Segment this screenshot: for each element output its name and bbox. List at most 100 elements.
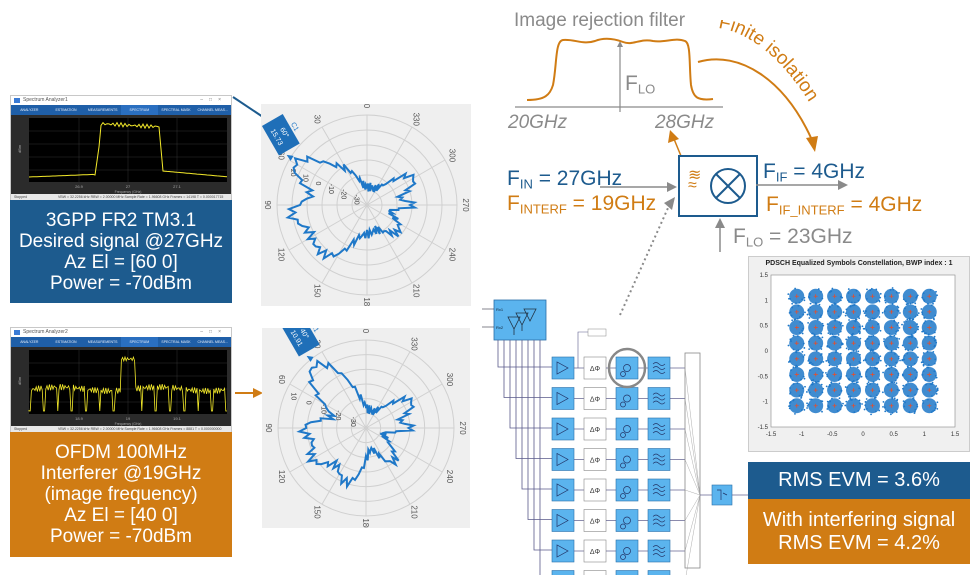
oscillator-icon: [620, 462, 626, 469]
symbol-point: [879, 292, 882, 295]
tab-measurements[interactable]: MEASUREMENTS: [87, 108, 118, 112]
symbol-point: [899, 359, 901, 362]
symbol-point: [935, 290, 937, 293]
reference-point: [908, 356, 913, 361]
interferer-line-5: Power = -70dBm: [49, 526, 193, 547]
reference-point: [813, 309, 818, 314]
symbol-point: [854, 318, 857, 321]
symbol-point: [842, 402, 844, 405]
symbol-point: [813, 334, 816, 337]
symbol-point: [916, 371, 918, 374]
symbol-point: [888, 332, 891, 335]
reference-point: [851, 388, 856, 393]
reference-point: [870, 403, 875, 408]
symbol-point: [829, 333, 832, 335]
reference-point: [889, 325, 894, 330]
highlight-ellipse: [607, 347, 647, 389]
isolation-arc-path: [697, 58, 813, 141]
symbol-point: [840, 322, 843, 324]
symbol-point: [935, 376, 938, 379]
symbol-point: [914, 331, 917, 334]
symbol-point: [920, 308, 923, 310]
symbol-point: [895, 361, 898, 364]
symbol-point: [800, 409, 803, 412]
symbol-point: [927, 333, 930, 336]
symbol-point: [922, 330, 925, 332]
polar-1-svg: 033030027024021018015012090603020100-10-…: [261, 104, 470, 311]
tab-spectral-mask[interactable]: SPECTRAL MASK: [161, 340, 191, 344]
reference-point: [870, 372, 875, 377]
symbol-point: [936, 407, 939, 410]
polar-radial-tick: 10: [301, 174, 308, 182]
symbol-point: [836, 410, 839, 412]
amplifier-block: [551, 478, 575, 502]
symbol-point: [855, 350, 858, 352]
symbol-point: [864, 401, 867, 403]
tab-spectrum[interactable]: SPECTRUM: [121, 105, 158, 115]
tab-analyzer[interactable]: ANALYZER: [20, 108, 39, 112]
symbol-point: [935, 390, 938, 393]
symbol-point: [933, 362, 936, 365]
symbol-point: [808, 317, 811, 319]
symbol-point: [870, 287, 873, 290]
window-controls-icon[interactable]: –□×: [200, 329, 227, 335]
amplifier-icon: [556, 361, 569, 375]
constellation-title: PDSCH Equalized Symbols Constellation, B…: [765, 260, 953, 267]
symbol-point: [854, 320, 857, 323]
symbol-point: [830, 290, 833, 293]
symbol-point: [901, 387, 904, 390]
symbol-point: [852, 380, 855, 382]
reference-point: [908, 372, 913, 377]
filter-icon: [652, 484, 666, 496]
tab-estimation[interactable]: ESTIMATION: [55, 108, 77, 112]
polar-angle-tick: 210: [412, 284, 421, 298]
polar-spoke: [365, 351, 411, 429]
symbol-point: [878, 390, 881, 393]
symbol-point: [808, 358, 810, 361]
symbol-point: [839, 323, 842, 326]
symbol-point: [902, 298, 905, 301]
symbol-point: [879, 359, 882, 362]
reference-point: [889, 403, 894, 408]
tab-channel-meas[interactable]: CHANNEL MEAS...: [197, 108, 228, 112]
amplifier-icon: [556, 544, 569, 558]
tab-analyzer[interactable]: ANALYZER: [20, 340, 39, 344]
phase-shift-label: ΔΦ: [590, 458, 601, 465]
finterf-sub: INTERF: [519, 201, 567, 217]
symbol-point: [837, 333, 840, 336]
symbol-point: [803, 299, 806, 302]
reference-point: [870, 325, 875, 330]
mixer-icon: [623, 364, 631, 372]
symbol-point: [932, 302, 934, 305]
symbol-point: [922, 402, 925, 404]
symbol-point: [839, 352, 842, 355]
x-tick-label: 1: [923, 432, 927, 438]
tab-spectrum[interactable]: SPECTRUM: [121, 337, 158, 347]
symbol-point: [879, 329, 882, 332]
combine-wire: [684, 489, 701, 496]
tab-measurements[interactable]: MEASUREMENTS: [87, 340, 118, 344]
demodulator-block: [615, 356, 639, 380]
symbol-point: [869, 289, 872, 292]
symbol-point: [932, 350, 935, 353]
symbol-point: [834, 319, 837, 321]
window-controls-icon[interactable]: –□×: [200, 97, 227, 103]
mixer-block[interactable]: ≋≈: [678, 155, 758, 217]
symbol-point: [869, 349, 872, 352]
tab-spectral-mask[interactable]: SPECTRAL MASK: [161, 108, 191, 112]
filter-high-freq: 28GHz: [655, 112, 715, 133]
symbol-point: [801, 394, 803, 397]
symbol-point: [909, 317, 911, 320]
reference-point: [908, 388, 913, 393]
symbol-point: [921, 311, 923, 314]
oscillator-icon: [620, 493, 626, 499]
symbol-point: [820, 332, 823, 335]
symbol-point: [821, 336, 824, 339]
tab-estimation[interactable]: ESTIMATION: [55, 340, 77, 344]
symbol-point: [868, 319, 870, 322]
tab-channel-meas[interactable]: CHANNEL MEAS...: [197, 340, 228, 344]
symbol-point: [803, 408, 806, 411]
evm-interf-line-1: With interfering signal: [762, 508, 956, 531]
symbol-point: [871, 317, 874, 320]
symbol-point: [927, 302, 929, 305]
